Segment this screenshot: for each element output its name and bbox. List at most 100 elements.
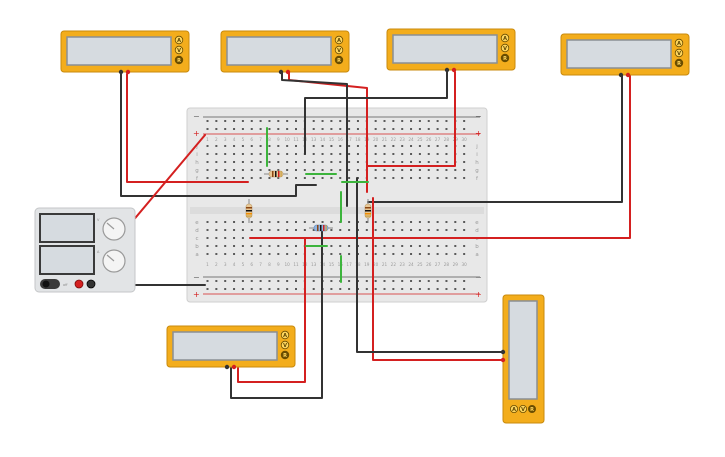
multimeter-screen xyxy=(226,36,332,66)
probe-terminal-icon[interactable] xyxy=(500,357,506,363)
multimeter-mode-button-label: V xyxy=(677,51,681,57)
probe-terminal-icon[interactable] xyxy=(125,69,131,75)
probe-terminal-icon[interactable] xyxy=(224,364,230,370)
probe-terminal-icon[interactable] xyxy=(231,364,237,370)
multimeter-mode-button-v[interactable] xyxy=(280,340,290,350)
wire-red-meter2[interactable] xyxy=(288,71,368,193)
multimeter-6-button-a[interactable] xyxy=(510,405,518,414)
resistor-r1[interactable] xyxy=(264,170,288,178)
multimeter-6-button-r[interactable] xyxy=(527,405,536,414)
multimeter-mode-button-v[interactable] xyxy=(674,48,684,58)
multimeter-mode-button-a[interactable] xyxy=(334,35,344,45)
probe-terminal-icon[interactable] xyxy=(618,72,624,78)
resistor-r2[interactable] xyxy=(245,199,253,223)
multimeter-mode-button-label: R xyxy=(503,56,507,62)
negative-terminal[interactable] xyxy=(86,279,96,289)
multimeter-mode-button-a[interactable] xyxy=(500,33,510,43)
multimeter-mode-button-label: A xyxy=(677,41,681,47)
multimeter-mode-button-r[interactable] xyxy=(280,350,290,360)
wire-black-meter4[interactable] xyxy=(367,73,623,203)
column-number: 26 xyxy=(426,262,432,267)
column-number: 22 xyxy=(391,137,397,142)
column-number: 20 xyxy=(373,137,379,142)
multimeter-mode-button-v[interactable] xyxy=(334,45,344,55)
multimeter-mode-button-r[interactable] xyxy=(500,53,510,63)
column-number: 20 xyxy=(373,262,379,267)
wire-black-meter5[interactable] xyxy=(230,227,323,399)
multimeter-1[interactable]: AVR xyxy=(60,30,190,75)
wire-red-meter6[interactable] xyxy=(372,197,503,361)
column-number: 30 xyxy=(461,262,467,267)
column-number: 5 xyxy=(242,262,245,267)
multimeter-mode-button-label: V xyxy=(177,48,181,54)
multimeter-screen xyxy=(392,34,498,64)
power-supply[interactable]: V A off xyxy=(34,207,136,293)
multimeter-mode-button-r[interactable] xyxy=(334,55,344,65)
column-number: 10 xyxy=(284,262,290,267)
row-letter: h xyxy=(195,160,199,166)
probe-terminal-icon[interactable] xyxy=(444,67,450,73)
breadboard[interactable]: − + − + − + − + 112233445566778899101011… xyxy=(186,107,488,303)
column-number: 30 xyxy=(461,137,467,142)
multimeter-6-button-a-label: A xyxy=(512,407,516,413)
multimeter-mode-button-a[interactable] xyxy=(174,35,184,45)
wire-black-meter6[interactable] xyxy=(356,177,503,353)
wire-black-meter3[interactable] xyxy=(304,71,448,155)
column-number: 22 xyxy=(391,262,397,267)
multimeter-mode-button-r[interactable] xyxy=(174,55,184,65)
multimeter-3[interactable]: AVR xyxy=(386,28,516,73)
power-switch-label: off xyxy=(63,283,68,287)
multimeter-6-button-v[interactable] xyxy=(518,405,527,414)
row-letter: a xyxy=(195,252,198,258)
wires[interactable] xyxy=(78,71,631,399)
wire-red-meter3[interactable] xyxy=(367,71,456,167)
probe-terminal-icon[interactable] xyxy=(285,69,291,75)
multimeter-mode-button-v[interactable] xyxy=(174,45,184,55)
multimeter-2[interactable]: AVR xyxy=(220,30,350,75)
multimeter-mode-button-r[interactable] xyxy=(674,58,684,68)
rail-bottom-minus-symbol: − xyxy=(193,273,200,282)
column-number: 17 xyxy=(346,137,352,142)
multimeter-mode-button-v[interactable] xyxy=(500,43,510,53)
multimeter-mode-button-a[interactable] xyxy=(280,330,290,340)
multimeter-mode-button-label: A xyxy=(283,333,287,339)
rail-bottom-plus-symbol: + xyxy=(193,290,200,299)
column-number: 7 xyxy=(259,262,262,267)
resistor-r3[interactable] xyxy=(364,199,372,223)
multimeter-6-button-v-label: V xyxy=(521,407,525,413)
multimeter-4[interactable]: AVR xyxy=(560,33,690,78)
column-number: 1 xyxy=(206,137,209,142)
multimeter-mode-button-label: R xyxy=(677,61,681,67)
resistor-r4[interactable] xyxy=(309,224,333,232)
positive-terminal[interactable] xyxy=(74,279,84,289)
probe-terminal-icon[interactable] xyxy=(625,72,631,78)
column-number: 23 xyxy=(400,262,406,267)
wire-red-meter4[interactable] xyxy=(249,73,631,239)
probe-terminal-icon[interactable] xyxy=(500,349,506,355)
probe-terminal-icon[interactable] xyxy=(118,69,124,75)
multimeter-mode-button-label: A xyxy=(337,38,341,44)
probe-terminal-icon[interactable] xyxy=(451,67,457,73)
row-letter: f xyxy=(476,176,479,182)
row-letter: e xyxy=(475,220,479,226)
multimeter-mode-button-label: R xyxy=(177,58,181,64)
multimeter-mode-button-a[interactable] xyxy=(674,38,684,48)
rail-bottom-plus-symbol-right: + xyxy=(475,290,482,299)
probe-terminal-icon[interactable] xyxy=(278,69,284,75)
wire-red-meter1[interactable] xyxy=(126,73,249,183)
column-number: 21 xyxy=(382,262,388,267)
multimeter-mode-button-label: R xyxy=(283,353,287,359)
multimeter-5[interactable]: AVR xyxy=(166,325,296,370)
wire-black-meter1[interactable] xyxy=(120,73,317,197)
column-number: 25 xyxy=(417,137,423,142)
column-number: 28 xyxy=(444,262,450,267)
column-number: 2 xyxy=(215,137,218,142)
multimeter-6[interactable]: A V R xyxy=(500,294,545,424)
rail-top-plus-symbol-right: + xyxy=(475,129,482,138)
row-letter: i xyxy=(196,152,198,158)
wire-red-meter5[interactable] xyxy=(237,237,306,383)
wire-black-meter2[interactable] xyxy=(281,71,348,207)
column-number: 8 xyxy=(268,262,271,267)
multimeter-6-screen xyxy=(508,300,538,400)
